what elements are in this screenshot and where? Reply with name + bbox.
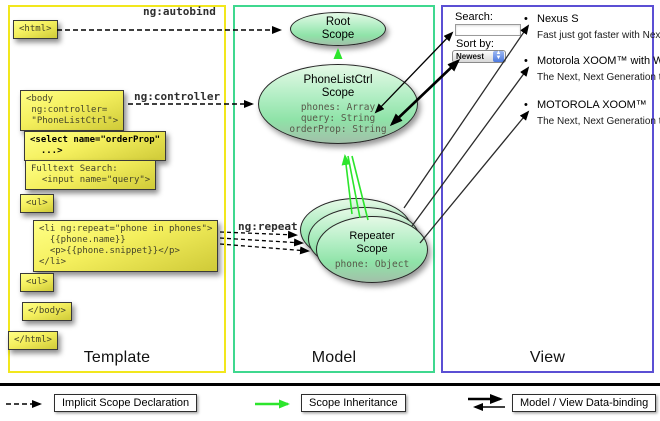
repeater-scope-prop: phone: Object: [334, 258, 410, 270]
label-ng-autobind: ng:autobind: [143, 5, 216, 18]
phone-snippet: The Next, Next Generation tablet.: [537, 116, 660, 127]
phone-name: MOTOROLA XOOM™: [537, 99, 647, 111]
label-ng-repeat: ng:repeat: [238, 220, 298, 233]
phone-name: Nexus S: [537, 13, 579, 25]
repeater-scope-title: Repeater Scope: [349, 229, 395, 255]
legend-divider: [0, 383, 660, 386]
phone-name: Motorola XOOM™ with Wi-Fi: [537, 55, 660, 67]
code-html-open: <html>: [13, 20, 58, 39]
code-html-close: </html>: [8, 331, 58, 350]
code-select: <select name="orderProp" ...>: [24, 131, 167, 161]
root-scope-ellipse: Root Scope: [290, 12, 386, 46]
phonelistctrl-scope-ellipse: PhoneListCtrl Scope phones: Array query:…: [258, 64, 418, 144]
phonelistctrl-scope-title: PhoneListCtrl Scope: [303, 73, 373, 99]
sort-select[interactable]: Newest ▲▼: [452, 50, 506, 63]
code-ul-close: <ul>: [20, 273, 54, 292]
phone-snippet: Fast just got faster with Nexus S.: [537, 30, 660, 41]
bullet-icon: •: [524, 99, 528, 111]
sort-select-value: Newest: [456, 52, 485, 61]
model-column: Model: [233, 5, 435, 373]
select-stepper-icon: ▲▼: [493, 50, 504, 62]
code-body-close: </body>: [22, 302, 72, 321]
phonelistctrl-scope-orderprop: orderProp: String: [289, 123, 387, 135]
view-column-label: View: [529, 349, 566, 366]
search-label: Search:: [455, 11, 493, 23]
code-ul-open: <ul>: [20, 194, 54, 213]
legend-scope-inheritance: Scope Inheritance: [301, 394, 406, 412]
phonelistctrl-scope-props: phones: Array query: String: [300, 101, 376, 124]
search-input[interactable]: [455, 24, 521, 36]
code-body-open: <body ng:controller= "PhoneListCtrl">: [20, 90, 125, 131]
code-li-repeat: <li ng:repeat="phone in phones"> {{phone…: [33, 220, 219, 272]
root-scope-title: Root Scope: [321, 16, 355, 41]
model-column-label: Model: [311, 349, 357, 366]
legend-model-view-data-binding: Model / View Data-binding: [512, 394, 657, 412]
phone-snippet: The Next, Next Generation tablet.: [537, 72, 660, 83]
bullet-icon: •: [524, 13, 528, 25]
legend-implicit-scope-declaration: Implicit Scope Declaration: [54, 394, 198, 412]
bullet-icon: •: [524, 55, 528, 67]
sort-by-label: Sort by:: [456, 38, 494, 50]
repeater-scope-ellipse-front: Repeater Scope phone: Object: [316, 216, 428, 283]
template-column-label: Template: [83, 349, 151, 366]
code-fulltext: Fulltext Search: <input name="query">: [25, 160, 157, 190]
label-ng-controller: ng:controller: [134, 90, 221, 103]
